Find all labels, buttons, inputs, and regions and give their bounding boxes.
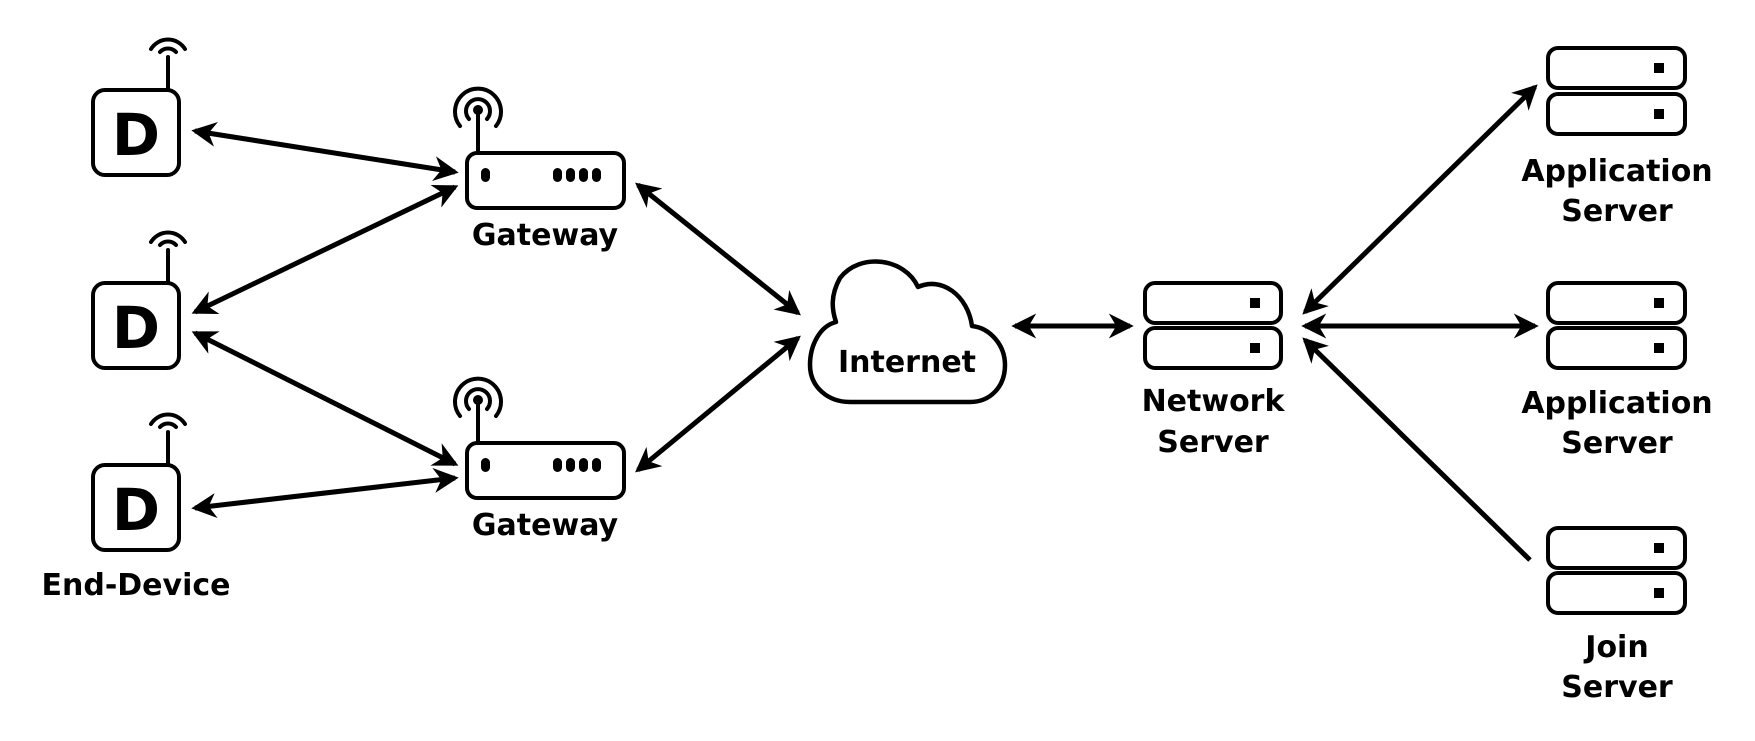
connections (191, 84, 1539, 562)
end-device-mid: D (91, 230, 187, 370)
network-server: Network Server (1142, 281, 1286, 460)
link-device-mid-gateway-bot (191, 330, 459, 467)
server-icon (1546, 281, 1687, 370)
antenna-icon (149, 412, 187, 467)
application-server-label-line1: Application (1521, 386, 1712, 421)
join-server: Join Server (1546, 526, 1687, 705)
server-icon (1143, 281, 1283, 370)
gateway-led-icon (481, 458, 601, 472)
network-server-label-line2: Server (1157, 425, 1269, 460)
antenna-icon (149, 230, 187, 285)
cloud-icon (807, 259, 1008, 405)
application-server-label-line2: Server (1561, 426, 1673, 461)
end-device-bottom: D End-Device (42, 412, 231, 603)
link-gateway-bot-internet (635, 335, 801, 473)
link-network-server-app-server-1 (1302, 84, 1538, 315)
device-letter: D (112, 101, 160, 169)
end-device-icon (91, 281, 181, 370)
end-device-icon (91, 88, 181, 177)
antenna-icon (453, 376, 503, 445)
join-server-label-line2: Server (1561, 670, 1673, 705)
gateway-led-icon (481, 168, 601, 182)
link-device-bot-gateway-bot (191, 468, 459, 518)
server-icon (1546, 46, 1687, 136)
internet-label: Internet (838, 345, 976, 380)
link-gateway-top-internet (635, 182, 801, 316)
application-server-label-line2: Server (1561, 194, 1673, 229)
gateway-icon (465, 441, 626, 500)
application-server-2: Application Server (1521, 281, 1713, 461)
join-server-label-line1: Join (1583, 630, 1648, 665)
internet-node: Internet (807, 259, 1008, 405)
application-server-label-line1: Application (1521, 154, 1712, 189)
device-letter: D (112, 294, 160, 362)
link-device-top-gateway-top (191, 121, 459, 182)
end-device-label: End-Device (42, 568, 231, 603)
end-device-top: D (91, 37, 187, 177)
application-server-1: Application Server (1521, 46, 1713, 229)
gateway-label: Gateway (472, 508, 619, 543)
device-letter: D (112, 476, 160, 544)
gateway-icon (465, 151, 626, 210)
antenna-icon (453, 86, 503, 155)
gateway-top: Gateway (453, 86, 626, 253)
link-join-server-network-server (1302, 337, 1532, 562)
link-device-mid-gateway-top (191, 184, 459, 315)
gateway-bottom: Gateway (453, 376, 626, 543)
network-server-label-line1: Network (1142, 384, 1286, 419)
server-icon (1546, 526, 1687, 615)
antenna-icon (149, 37, 187, 92)
end-device-icon (91, 463, 181, 552)
gateway-label: Gateway (472, 218, 619, 253)
